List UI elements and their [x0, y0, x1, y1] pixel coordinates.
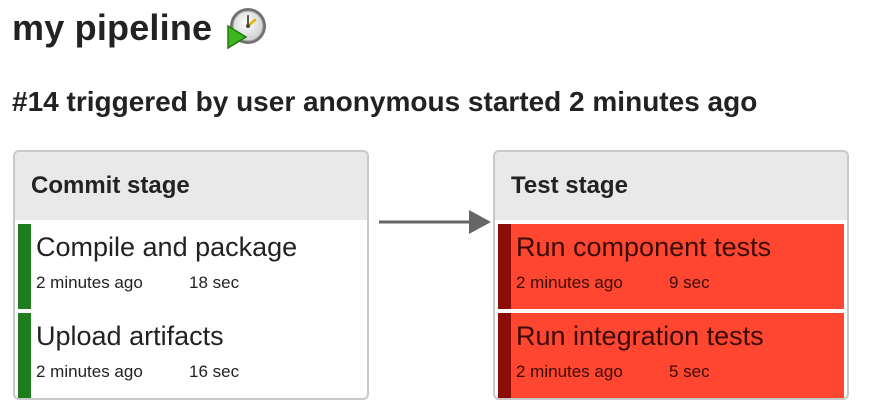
stage-test: Test stage Run component tests 2 minutes…	[493, 150, 849, 400]
job-name: Compile and package	[36, 232, 298, 262]
job-duration: 18 sec	[189, 273, 240, 292]
job-upload-artifacts[interactable]: Upload artifacts 2 minutes ago 16 sec	[18, 313, 364, 398]
build-summary: #14 triggered by user anonymous started …	[12, 86, 758, 117]
status-bar-success	[18, 224, 31, 309]
status-bar-failure	[498, 313, 511, 398]
status-bar-success	[18, 313, 31, 398]
job-run-integration-tests[interactable]: Run integration tests 2 minutes ago 5 se…	[498, 313, 844, 398]
job-meta: 2 minutes ago 16 sec	[36, 361, 364, 383]
stage-arrow-icon	[379, 210, 491, 234]
title-row: my pipeline	[12, 2, 270, 54]
stage-commit: Commit stage Compile and package 2 minut…	[13, 150, 369, 400]
job-name: Run integration tests	[516, 321, 764, 351]
job-meta: 2 minutes ago 5 sec	[516, 361, 844, 383]
job-started: 2 minutes ago	[516, 273, 623, 292]
job-name: Run component tests	[516, 232, 772, 262]
job-meta: 2 minutes ago 18 sec	[36, 272, 364, 294]
job-duration: 5 sec	[669, 362, 710, 381]
status-bar-failure	[498, 224, 511, 309]
pipeline-title: my pipeline	[12, 7, 213, 48]
stage-header: Test stage	[495, 152, 847, 220]
job-compile-and-package[interactable]: Compile and package 2 minutes ago 18 sec	[18, 224, 364, 309]
job-started: 2 minutes ago	[516, 362, 623, 381]
job-meta: 2 minutes ago 9 sec	[516, 272, 844, 294]
job-list: Compile and package 2 minutes ago 18 sec…	[15, 220, 367, 398]
job-started: 2 minutes ago	[36, 362, 143, 381]
job-list: Run component tests 2 minutes ago 9 sec …	[495, 220, 847, 398]
job-run-component-tests[interactable]: Run component tests 2 minutes ago 9 sec	[498, 224, 844, 309]
job-duration: 16 sec	[189, 362, 240, 381]
job-started: 2 minutes ago	[36, 273, 143, 292]
job-name: Upload artifacts	[36, 321, 224, 351]
job-duration: 9 sec	[669, 273, 710, 292]
pipeline-running-icon	[227, 8, 267, 50]
stage-header: Commit stage	[15, 152, 367, 220]
